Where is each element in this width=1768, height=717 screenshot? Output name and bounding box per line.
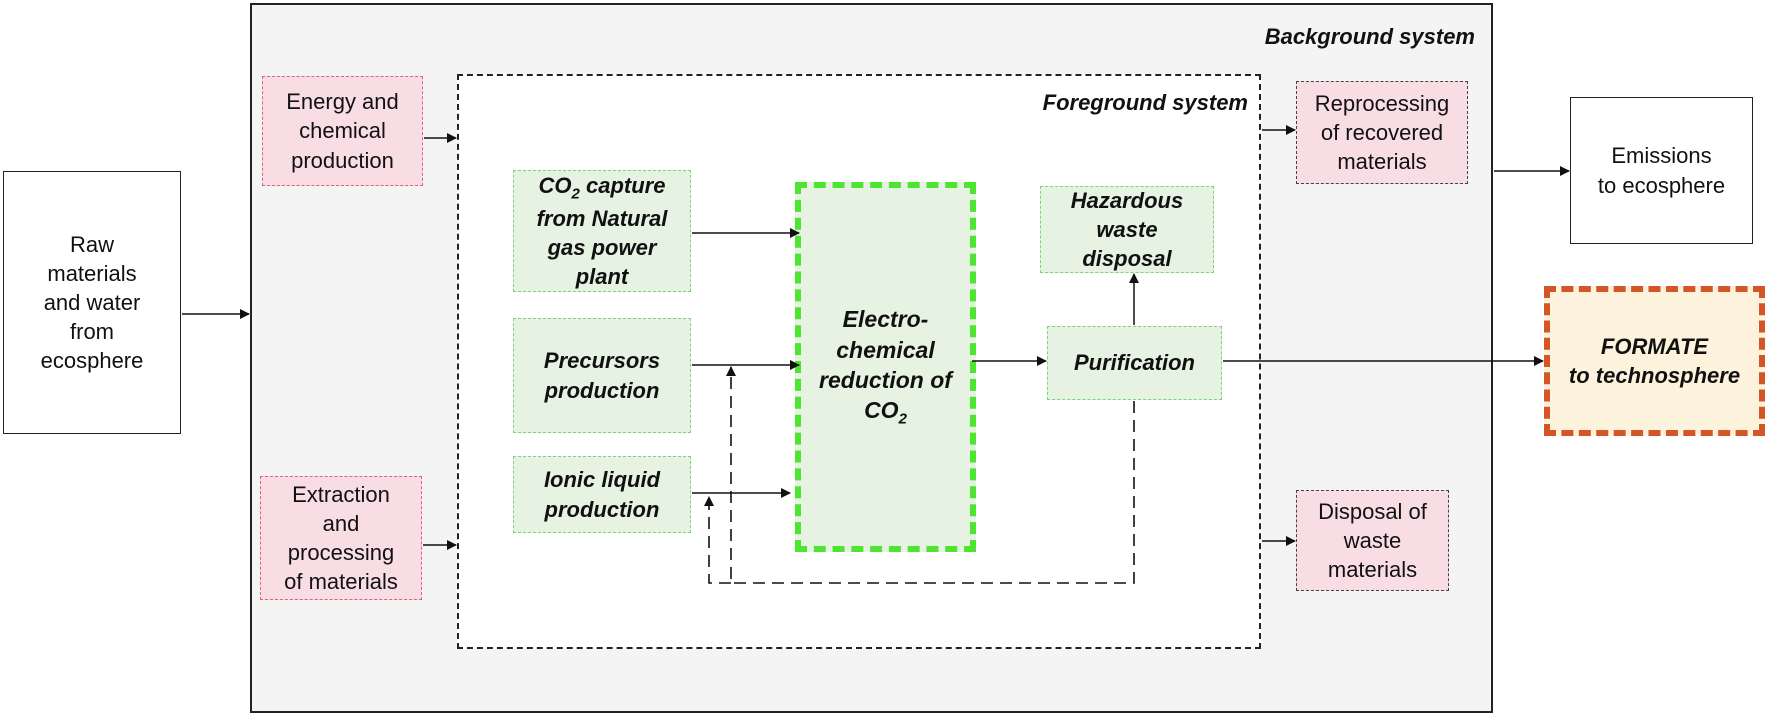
background-system-title: Background system	[1264, 24, 1475, 49]
precursors-box: Precursors production	[513, 318, 691, 433]
energy-chemical-box: Energy and chemical production	[262, 76, 423, 186]
foreground-system-title: Foreground system	[1042, 90, 1248, 115]
disposal-label: Disposal of waste materials	[1318, 498, 1427, 583]
extraction-label: Extraction and processing of materials	[284, 481, 398, 595]
emissions-label: Emissions to ecosphere	[1597, 143, 1726, 198]
formate-label: FORMATE to technosphere	[1568, 333, 1741, 388]
hazardous-waste-box: Hazardous waste disposal	[1040, 186, 1214, 273]
extraction-box: Extraction and processing of materials	[260, 476, 422, 600]
co2-capture-label: CO2 capture from Natural gas power plant	[536, 172, 668, 290]
energy-chemical-label: Energy and chemical production	[286, 89, 399, 173]
electrochemical-reduction-box: Electro- chemical reduction of CO2	[795, 182, 976, 552]
purification-box: Purification	[1047, 326, 1222, 400]
emissions-box: Emissions to ecosphere	[1570, 97, 1753, 244]
reprocessing-label: Reprocessing of recovered materials	[1314, 90, 1450, 175]
formate-box: FORMATE to technosphere	[1544, 286, 1765, 436]
purification-label: Purification	[1073, 350, 1195, 376]
recycle-loop-to-precursors	[726, 366, 1135, 584]
raw-materials-box: Raw materials and water from ecosphere	[3, 171, 181, 434]
raw-materials-label: Raw materials and water from ecosphere	[40, 231, 144, 374]
ionic-liquid-box: Ionic liquid production	[513, 456, 691, 533]
hazardous-waste-label: Hazardous waste disposal	[1070, 187, 1184, 272]
electrochemical-reduction-label: Electro- chemical reduction of CO2	[819, 306, 952, 428]
disposal-box: Disposal of waste materials	[1296, 490, 1449, 591]
ionic-liquid-label: Ionic liquid production	[543, 467, 661, 522]
reprocessing-box: Reprocessing of recovered materials	[1296, 81, 1468, 184]
co2-capture-box: CO2 capture from Natural gas power plant	[513, 170, 691, 292]
precursors-label: Precursors production	[543, 348, 661, 403]
recycle-loop-to-ionic	[704, 496, 731, 584]
